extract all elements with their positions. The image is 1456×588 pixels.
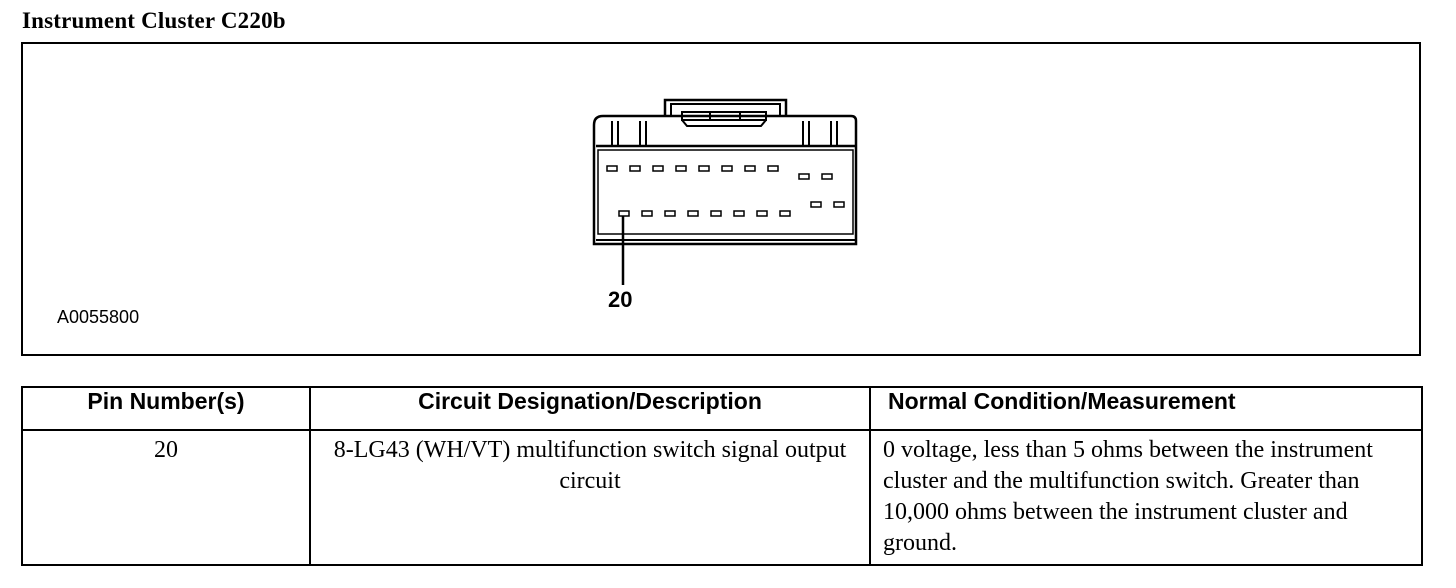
pin-cavity xyxy=(733,210,745,217)
latch-tab xyxy=(681,111,767,121)
pin-cavity xyxy=(652,165,664,172)
pin-cavity xyxy=(687,210,699,217)
pin-cavity xyxy=(810,201,822,208)
pin-cavities xyxy=(606,165,845,217)
pin-table: Pin Number(s) Circuit Designation/Descri… xyxy=(21,386,1423,566)
connector-latch xyxy=(663,98,788,116)
pin-cavity xyxy=(618,210,630,217)
pin-cavity xyxy=(629,165,641,172)
pin-cavity xyxy=(779,210,791,217)
pin-cavity xyxy=(698,165,710,172)
figure-id: A0055800 xyxy=(57,307,140,327)
pin-cavity xyxy=(798,173,810,180)
table-row: 20 8-LG43 (WH/VT) multifunction switch s… xyxy=(21,429,1423,566)
pin-cavity xyxy=(833,201,845,208)
pin-number-cell: 20 xyxy=(21,429,311,566)
header-normal-condition: Normal Condition/Measurement xyxy=(869,386,1423,431)
connector-body xyxy=(592,114,858,246)
table-header-row: Pin Number(s) Circuit Designation/Descri… xyxy=(21,386,1423,431)
pin-cavity xyxy=(721,165,733,172)
pin-cavity xyxy=(767,165,779,172)
header-pin-numbers: Pin Number(s) xyxy=(21,386,311,431)
header-circuit-designation: Circuit Designation/Description xyxy=(309,386,871,431)
pin-cavity xyxy=(606,165,618,172)
connector-diagram xyxy=(592,98,858,285)
pin-cavity xyxy=(821,173,833,180)
pin-callout-label: 20 xyxy=(608,287,633,312)
pin-cavity xyxy=(756,210,768,217)
pin-cavity xyxy=(744,165,756,172)
pin-cavity xyxy=(675,165,687,172)
pin-cavity xyxy=(664,210,676,217)
pin-cavity xyxy=(641,210,653,217)
pin-cavity xyxy=(710,210,722,217)
circuit-description-cell: 8-LG43 (WH/VT) multifunction switch sign… xyxy=(309,429,871,566)
page-title: Instrument Cluster C220b xyxy=(22,8,286,33)
normal-condition-cell: 0 voltage, less than 5 ohms between the … xyxy=(869,429,1423,566)
connector-figure: 20 A0055800 xyxy=(21,42,1421,356)
